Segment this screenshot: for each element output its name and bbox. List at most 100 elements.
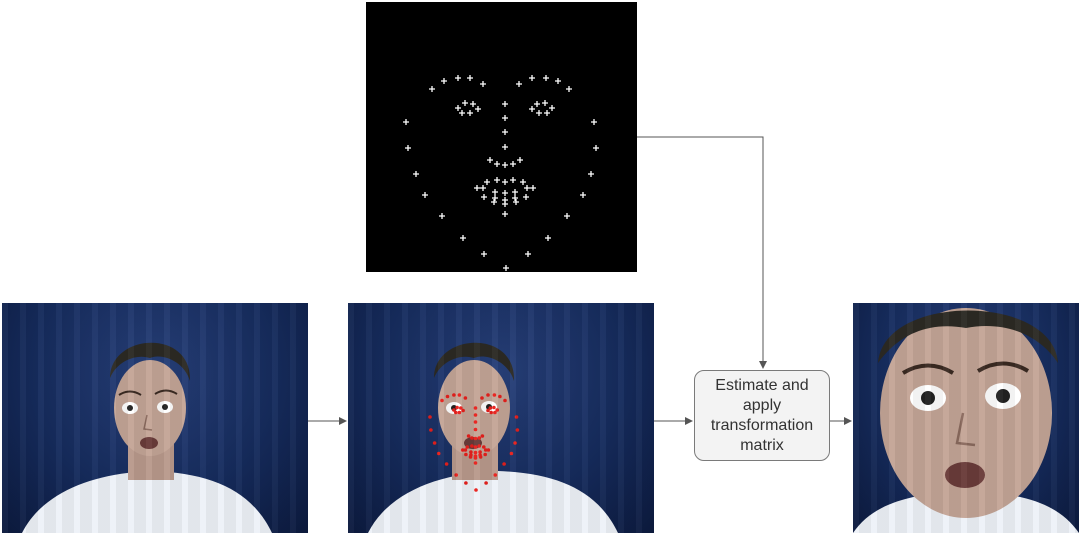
reference-landmark-point: [502, 179, 508, 185]
reference-landmark-point: [467, 75, 473, 81]
detected-landmark-point: [515, 428, 520, 432]
detected-landmark-point: [468, 455, 473, 459]
detected-landmark-point: [454, 410, 458, 415]
reference-landmark-point: [593, 145, 599, 151]
detected-landmark-point: [436, 451, 441, 456]
detected-landmark-point: [477, 444, 481, 448]
detected-landmark-point: [463, 396, 468, 400]
detected-landmark-point: [488, 406, 493, 410]
detected-landmark-point: [470, 436, 474, 440]
input-face-photo: [2, 303, 308, 533]
detected-landmark-point: [440, 398, 444, 403]
reference-landmark-point: [544, 110, 550, 116]
transformation-process-box: Estimate and apply transformation matrix: [694, 370, 830, 461]
reference-landmark-point: [566, 86, 572, 92]
detected-landmark-point: [486, 408, 490, 413]
arrow-reference-to-process: [637, 136, 767, 369]
reference-landmark-point: [492, 195, 498, 201]
reference-landmark-point: [525, 251, 531, 257]
reference-landmark-point: [530, 185, 536, 191]
reference-landmark-point: [555, 78, 561, 84]
detected-landmark-point: [464, 481, 468, 485]
reference-landmark-point: [481, 194, 487, 200]
reference-landmark-point: [502, 101, 508, 107]
reference-landmark-point: [516, 81, 522, 87]
reference-landmark-point: [513, 199, 519, 205]
reference-landmark-point: [481, 251, 487, 257]
detected-landmark-point: [478, 455, 483, 459]
detected-landmark-point: [493, 410, 497, 415]
detected-landmark-point: [470, 444, 474, 448]
detected-landmark-point: [463, 448, 468, 452]
detected-landmark-point: [493, 473, 498, 477]
reference-landmark-point: [441, 78, 447, 84]
process-label: Estimate and apply transformation matrix: [710, 376, 814, 454]
aligned-output-photo: [853, 303, 1079, 533]
reference-landmark-point: [512, 189, 518, 195]
detected-landmark-point: [495, 408, 499, 412]
detected-landmark-point: [428, 415, 432, 419]
detected-landmark-point: [445, 394, 450, 399]
reference-landmark-point: [549, 105, 555, 111]
detected-landmark-point: [484, 481, 488, 485]
reference-landmark-point: [536, 110, 542, 116]
reference-landmark-point: [502, 129, 508, 135]
reference-landmark-point: [413, 171, 419, 177]
detected-landmark-point: [473, 450, 478, 455]
detected-landmark-point: [509, 451, 514, 456]
reference-landmark-point: [455, 105, 461, 111]
detected-landmark-point: [457, 393, 462, 397]
detected-landmark-point: [466, 434, 471, 438]
detected-landmark-point: [473, 427, 478, 432]
detected-landmark-point: [483, 452, 487, 457]
reference-landmark-point: [524, 185, 530, 191]
detected-landmark-point: [459, 406, 463, 410]
reference-landmark-point: [462, 100, 468, 106]
reference-landmark-point: [517, 157, 523, 163]
detected-landmark-point: [432, 441, 437, 445]
reference-landmark-point: [502, 144, 508, 150]
detected-landmark-point: [502, 462, 506, 466]
reference-landmark-point: [494, 177, 500, 183]
reference-landmark-point: [491, 199, 497, 205]
reference-landmark-plot: [403, 75, 599, 271]
detected-landmark-point: [474, 488, 478, 492]
detected-landmark-point: [469, 450, 473, 454]
reference-landmark-point: [439, 213, 445, 219]
detected-landmark-point: [457, 410, 462, 415]
detected-landmark-point: [473, 454, 478, 458]
detected-landmark-point: [482, 445, 486, 449]
reference-landmark-point: [529, 106, 535, 112]
face-with-landmarks-illustration: [368, 342, 618, 533]
detected-landmark-point: [473, 413, 478, 417]
reference-landmark-point: [588, 171, 594, 177]
detected-landmark-point: [465, 445, 470, 449]
reference-landmark-point: [529, 75, 535, 81]
reference-landmark-point: [403, 119, 409, 125]
detected-landmark-point: [489, 410, 493, 415]
detected-landmark-point: [464, 452, 468, 457]
detected-landmark-point: [514, 415, 519, 419]
detected-landmark-point: [503, 398, 507, 403]
detected-landmark-point: [473, 406, 478, 410]
reference-landmark-point: [460, 235, 466, 241]
detected-landmark-point: [486, 448, 491, 452]
detected-landmark-point: [473, 461, 478, 465]
detected-landmark-point: [498, 394, 502, 399]
reference-landmark-point: [503, 265, 509, 271]
reference-landmark-point: [459, 110, 465, 116]
detected-landmark-point: [492, 405, 496, 410]
reference-landmark-point: [405, 145, 411, 151]
zoomed-face-illustration: [853, 308, 1079, 533]
reference-landmark-point: [484, 179, 490, 185]
detected-landmark-point: [452, 408, 456, 412]
reference-landmark-point: [492, 189, 498, 195]
face-illustration: [22, 342, 272, 533]
detected-landmark-point: [513, 441, 517, 445]
reference-landmark-point: [510, 177, 516, 183]
reference-landmark-point: [480, 185, 486, 191]
detected-landmark-point: [486, 393, 490, 397]
reference-landmark-point: [422, 192, 428, 198]
reference-landmark-point: [545, 235, 551, 241]
detected-landmark-point: [473, 420, 478, 424]
